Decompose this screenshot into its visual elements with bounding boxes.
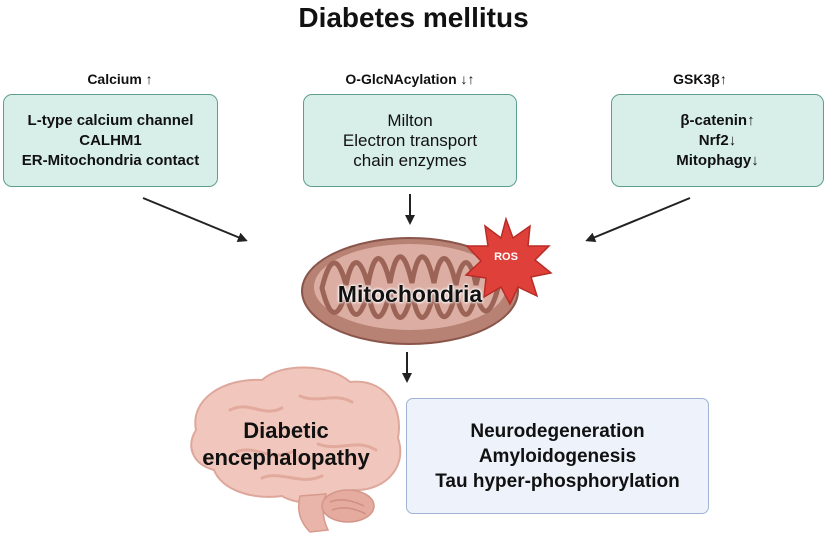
ros-label: ROS bbox=[494, 251, 518, 263]
calcium-box: L-type calcium channel CALHM1 ER-Mitocho… bbox=[3, 94, 218, 187]
glcnacylation-box: Milton Electron transport chain enzymes bbox=[303, 94, 517, 187]
outcome-item: Tau hyper-phosphorylation bbox=[435, 470, 680, 492]
diagram-title: Diabetes mellitus bbox=[298, 2, 529, 33]
outcomes-box: Neurodegeneration Amyloidogenesis Tau hy… bbox=[406, 398, 709, 514]
calcium-header: Calcium ↑ bbox=[87, 71, 153, 87]
calcium-item: ER-Mitochondria contact bbox=[21, 151, 200, 169]
outcome-item: Amyloidogenesis bbox=[478, 445, 637, 467]
gsk3b-header: GSK3β↑ bbox=[673, 71, 727, 87]
glcnacylation-item: Milton bbox=[387, 110, 433, 130]
ros-burst-icon bbox=[464, 216, 553, 306]
gsk3b-item: β-catenin↑ bbox=[680, 111, 755, 129]
gsk3b-item: Mitophagy↓ bbox=[676, 151, 759, 169]
outcome-item: Neurodegeneration bbox=[470, 420, 645, 442]
mitochondrion-icon bbox=[301, 237, 519, 345]
mitochondria-label: Mitochondria bbox=[337, 281, 483, 307]
calcium-item: CALHM1 bbox=[79, 131, 142, 149]
arrow-right bbox=[585, 197, 691, 242]
arrow-left bbox=[142, 197, 248, 242]
brain-icon bbox=[190, 366, 402, 533]
brain-label-line: Diabetic bbox=[243, 418, 329, 443]
glcnacylation-header: O-GlcNAcylation ↓↑ bbox=[345, 71, 475, 87]
calcium-item: L-type calcium channel bbox=[27, 111, 194, 129]
gsk3b-item: Nrf2↓ bbox=[698, 131, 737, 149]
brain-label: Diabetic encephalopathy bbox=[186, 417, 386, 471]
glcnacylation-item: Electron transport bbox=[342, 130, 478, 150]
gsk3b-box: β-catenin↑ Nrf2↓ Mitophagy↓ bbox=[611, 94, 824, 187]
glcnacylation-item: chain enzymes bbox=[353, 150, 467, 170]
brain-label-line: encephalopathy bbox=[202, 445, 370, 470]
